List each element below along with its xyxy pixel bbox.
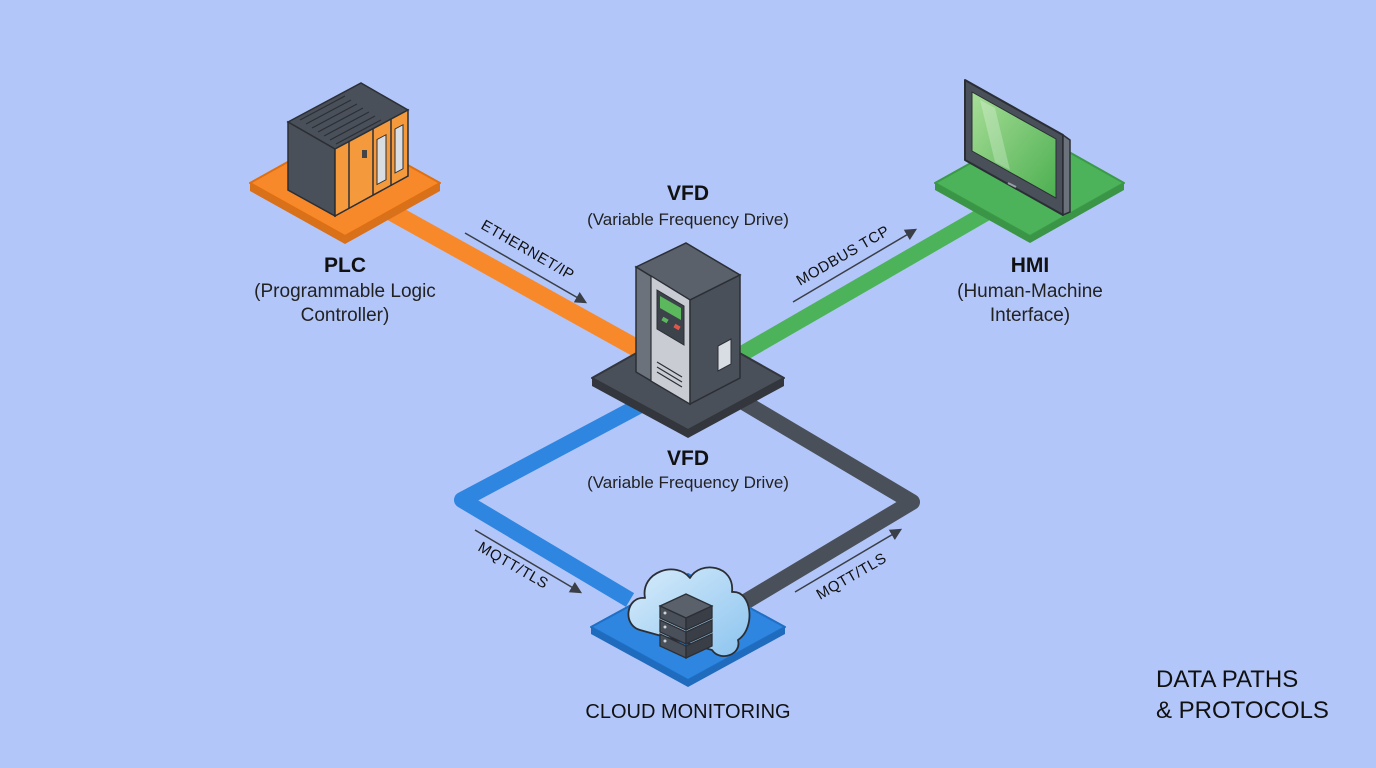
cloud-name: CLOUD MONITORING xyxy=(585,701,790,723)
hmi-node[interactable]: HMI (Human-Machine Interface) xyxy=(934,79,1125,326)
plc-name: PLC xyxy=(324,254,366,277)
hmi-description-line2: Interface) xyxy=(990,305,1070,326)
vfd-secondary-name: VFD xyxy=(667,447,709,470)
vfd-description: (Variable Frequency Drive) xyxy=(587,210,789,229)
hmi-description-line1: (Human-Machine xyxy=(957,281,1103,302)
hmi-touchscreen-icon xyxy=(964,79,1071,217)
diagram-title-line2: & PROTOCOLS xyxy=(1156,697,1329,724)
link-plc-vfd xyxy=(365,192,645,358)
cloud-server-icon xyxy=(627,566,751,660)
arrow-mqtt-tls-right xyxy=(794,528,903,593)
connections xyxy=(365,192,1004,612)
plc-node[interactable]: PLC (Programmable Logic Controller) xyxy=(249,82,441,326)
arrow-ethernet-ip xyxy=(464,232,588,304)
diagram-title-line1: DATA PATHS xyxy=(1156,666,1299,693)
vfd-secondary-label: VFD (Variable Frequency Drive) xyxy=(587,447,789,492)
cloud-node[interactable]: CLOUD MONITORING xyxy=(585,566,791,723)
diagram-title: DATA PATHS & PROTOCOLS xyxy=(1156,664,1329,726)
link-cloud-vfd xyxy=(735,393,920,612)
arrow-modbus-tcp xyxy=(792,228,918,303)
plc-rack-icon xyxy=(286,82,410,218)
vfd-name: VFD xyxy=(667,182,709,205)
plc-description-line2: Controller) xyxy=(301,305,390,326)
link-vfd-cloud xyxy=(454,392,654,607)
plc-description-line1: (Programmable Logic xyxy=(254,281,436,302)
hmi-name: HMI xyxy=(1011,254,1050,277)
link-vfd-hmi xyxy=(736,198,1004,362)
vfd-drive-icon xyxy=(634,242,742,406)
vfd-secondary-description: (Variable Frequency Drive) xyxy=(587,473,789,492)
arrow-mqtt-tls-left xyxy=(474,529,583,594)
vfd-node[interactable]: VFD (Variable Frequency Drive) xyxy=(587,182,789,438)
